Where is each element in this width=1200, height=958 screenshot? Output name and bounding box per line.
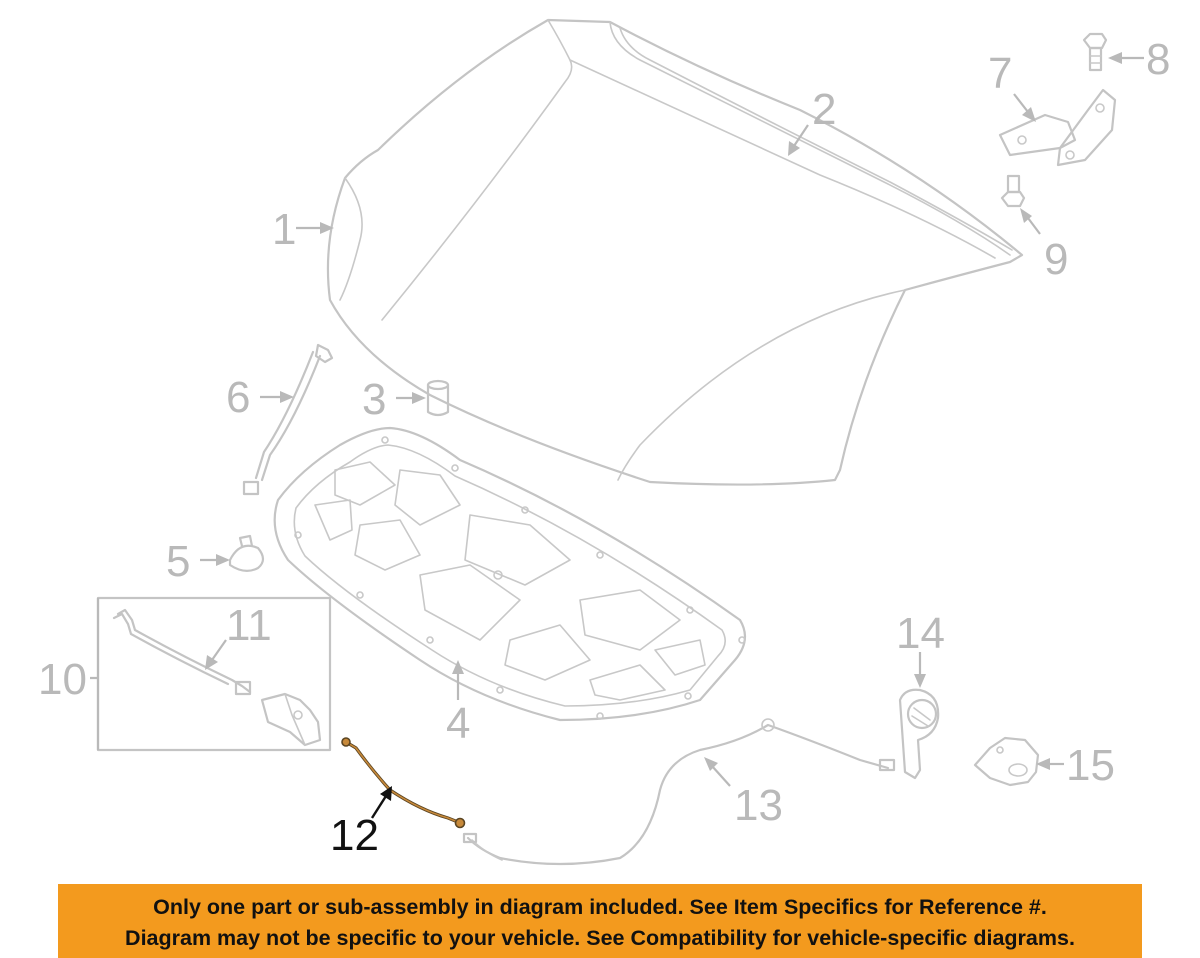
callout-5: 5 xyxy=(166,537,190,586)
callout-7: 7 xyxy=(988,49,1012,98)
disclaimer-banner: Only one part or sub-assembly in diagram… xyxy=(58,884,1142,958)
hood-release-handle xyxy=(898,688,940,780)
callout-12: 12 xyxy=(330,811,379,860)
callout-11: 11 xyxy=(226,601,272,650)
hinge-bolt xyxy=(1082,32,1108,72)
callout-1: 1 xyxy=(272,205,296,254)
hood-latch xyxy=(973,736,1040,787)
callout-10: 10 xyxy=(38,655,87,704)
leader-line-12 xyxy=(370,786,392,819)
leader-lines xyxy=(90,52,1144,787)
callout-numbers: 1 2 3 4 5 6 7 8 9 10 11 12 13 14 15 xyxy=(38,35,1170,860)
callout-4: 4 xyxy=(446,699,470,748)
hinge-bolt-lower xyxy=(1000,174,1026,208)
callout-13: 13 xyxy=(734,781,783,830)
hood-support-rod xyxy=(242,343,334,496)
disclaimer-line-2: Diagram may not be specific to your vehi… xyxy=(125,926,1075,950)
hood-hinge xyxy=(998,88,1117,167)
disclaimer-line-1: Only one part or sub-assembly in diagram… xyxy=(153,895,1047,919)
hood-release-cable xyxy=(462,718,896,866)
callout-2: 2 xyxy=(812,85,836,134)
insulator-clip xyxy=(228,534,265,572)
callout-6: 6 xyxy=(226,373,250,422)
latch-release-inset xyxy=(96,596,332,752)
hood-insulator xyxy=(273,426,747,722)
hood-bumper xyxy=(426,379,450,417)
parts-diagram: 1 2 3 4 5 6 7 8 9 10 11 12 13 14 15 xyxy=(38,18,1170,866)
callout-15: 15 xyxy=(1066,741,1115,790)
callout-14: 14 xyxy=(896,609,945,658)
callout-3: 3 xyxy=(362,375,386,424)
callout-8: 8 xyxy=(1146,35,1170,84)
callout-9: 9 xyxy=(1044,235,1068,284)
hood-panel xyxy=(326,18,1024,486)
